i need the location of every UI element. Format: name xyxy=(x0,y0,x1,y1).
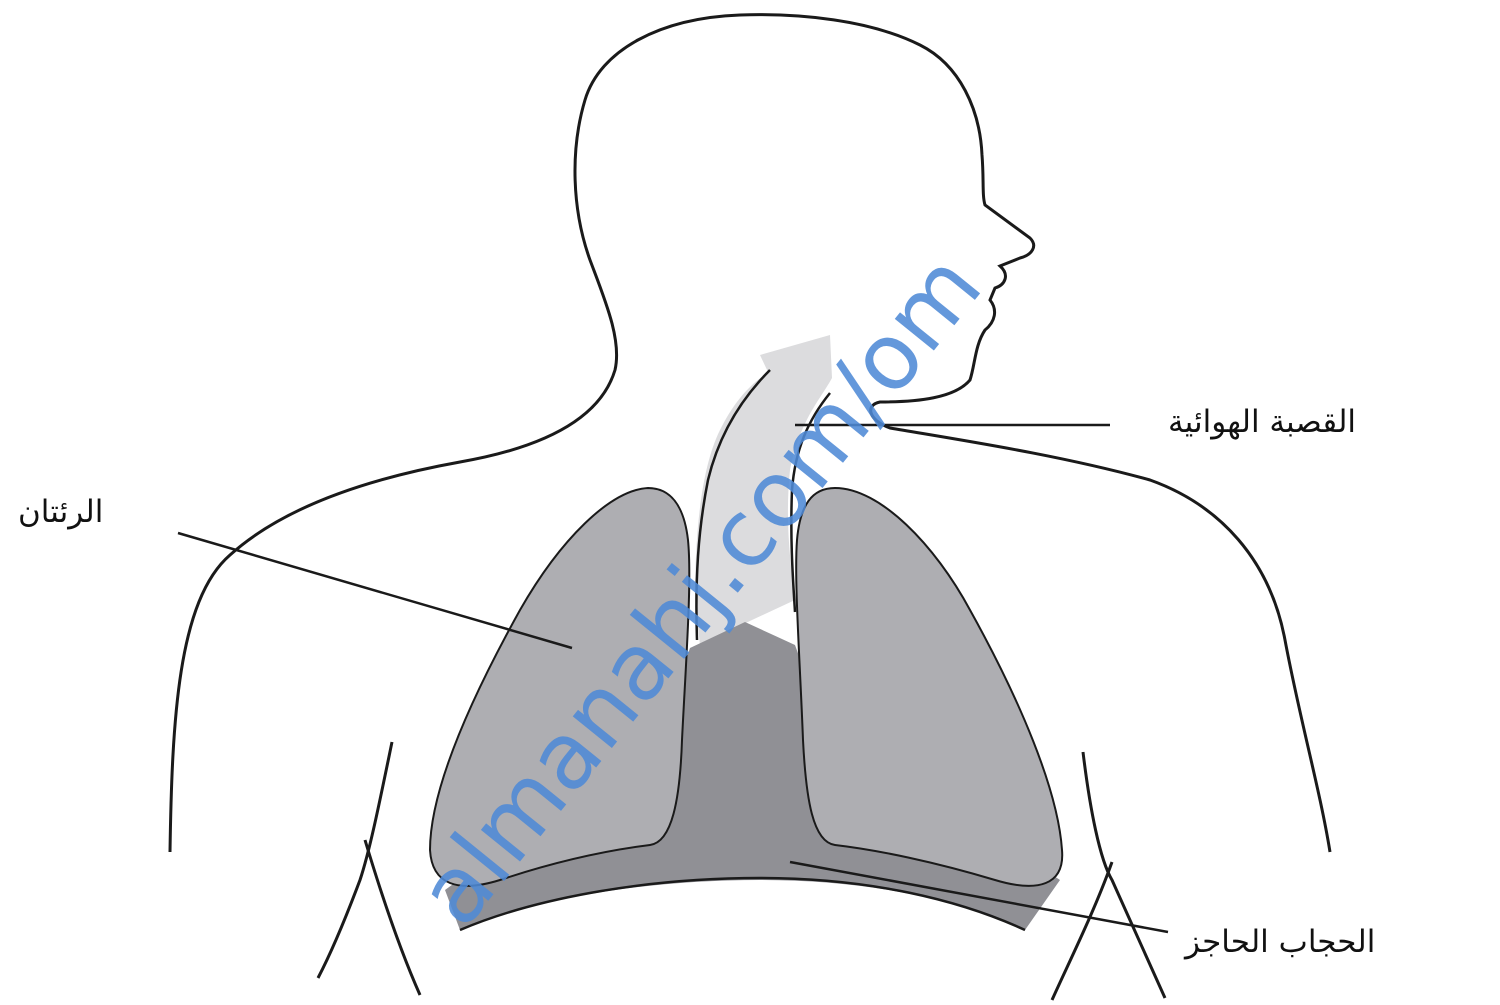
left-arm-line-inner xyxy=(365,840,420,995)
right-lung xyxy=(796,488,1062,886)
lungs-leader-line xyxy=(178,533,572,648)
lungs-label: الرئتان xyxy=(18,497,103,528)
right-arm-line xyxy=(1083,752,1165,998)
trachea-label: القصبة الهوائية xyxy=(1168,407,1356,438)
diaphragm-label: الحجاب الحاجز xyxy=(1185,927,1375,958)
left-lung xyxy=(430,488,689,886)
right-arm-line-inner xyxy=(1052,862,1112,1000)
left-arm-line xyxy=(318,742,392,978)
